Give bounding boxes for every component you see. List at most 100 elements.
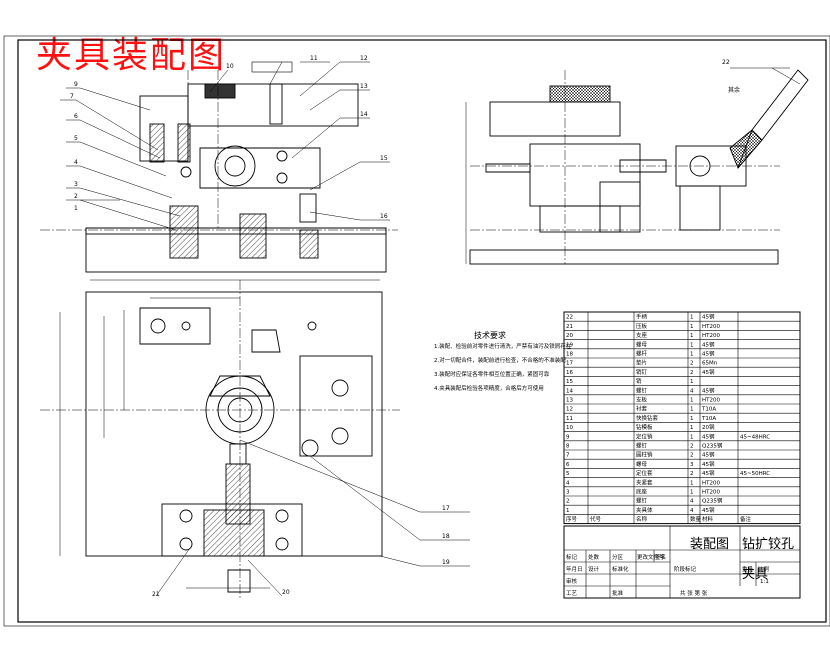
bom-cell-no: 11 xyxy=(566,416,573,422)
label-process: 工艺 xyxy=(566,590,578,597)
bom-cell-mat: 45钢 xyxy=(702,460,715,468)
bom-cell-no: 19 xyxy=(566,342,573,348)
front-balloons: 9 7 6 5 4 3 2 1 10 11 12 13 14 15 16 xyxy=(70,55,388,220)
side-view xyxy=(465,70,780,265)
bom-cell-name: 压板 xyxy=(636,322,648,330)
bom-cell-mat: HT200 xyxy=(702,324,720,330)
bom-cell-qty: 1 xyxy=(690,490,694,496)
bom-header-no: 序号 xyxy=(566,515,578,523)
bom-cell-no: 16 xyxy=(566,370,573,376)
bom-cell-name: 螺母 xyxy=(636,340,648,348)
technical-requirements: 技术要求 1.装配、检验前对零件进行清洗，严禁有油污及铁屑存在 2.对一切配合件… xyxy=(434,330,572,392)
label-standard: 标准化 xyxy=(612,565,629,573)
label-approve: 批准 xyxy=(612,589,624,597)
bom-cell-no: 22 xyxy=(566,315,573,321)
bom-cell-no: 17 xyxy=(566,361,573,367)
bom-cell-qty: 1 xyxy=(690,315,694,321)
bom-cell-mat: 45钢 xyxy=(702,432,715,440)
bom-cell-name: 快换钻套 xyxy=(636,414,659,422)
bom-cell-qty: 3 xyxy=(690,462,694,468)
drawing-title: 装配图 xyxy=(690,537,729,552)
bom-cell-mat: Q235钢 xyxy=(702,497,723,505)
bom-cell-mat: HT200 xyxy=(702,333,720,339)
outer-frame xyxy=(3,35,830,627)
part-title-line1: 钻扩铰孔 xyxy=(742,537,794,552)
balloon-10: 10 xyxy=(226,63,234,70)
bom-cell-name: 螺母 xyxy=(636,460,648,468)
label-sign: 签名 xyxy=(655,553,666,561)
bom-cell-qty: 1 xyxy=(690,407,694,413)
label-mark: 标记 xyxy=(566,553,578,561)
bom-cell-mat: 45钢 xyxy=(702,451,715,459)
bom-header-name: 名称 xyxy=(636,515,648,523)
bom-cell-no: 8 xyxy=(566,444,570,450)
bom-cell-name: 衬套 xyxy=(636,405,648,413)
top-balloons: 17 18 19 20 21 xyxy=(152,505,450,598)
bom-cell-qty: 2 xyxy=(690,453,694,459)
bom-cell-no: 15 xyxy=(566,379,573,385)
bom-cell-qty: 4 xyxy=(690,388,694,394)
tech-req-line: 3.装配时应保证各零件相互位置正确，紧固可靠 xyxy=(434,370,550,378)
label-review: 审核 xyxy=(566,577,578,585)
balloon-13: 13 xyxy=(360,83,368,90)
label-sheets: 共 张 第 张 xyxy=(680,589,708,597)
bom-cell-no: 6 xyxy=(566,462,570,468)
bom-cell-mat: 45钢 xyxy=(702,386,715,394)
front-view xyxy=(40,61,398,273)
bom-cell-mat: 45钢 xyxy=(702,368,715,376)
balloon-12: 12 xyxy=(360,55,368,62)
bom-cell-note: 45~50HRC xyxy=(740,471,770,477)
bom-cell-name: 销 xyxy=(636,377,642,385)
balloon-22: 22 xyxy=(722,59,730,66)
bom-cell-name: 螺钉 xyxy=(636,386,648,394)
bom-cell-mat: 65Mn xyxy=(702,361,718,367)
bom-cell-qty: 1 xyxy=(690,342,694,348)
label-date: 年月日 xyxy=(566,565,583,573)
tech-req-title: 技术要求 xyxy=(474,330,506,340)
bom-cell-mat: HT200 xyxy=(702,490,720,496)
label-count: 处数 xyxy=(588,553,600,561)
bom-header-note: 备注 xyxy=(740,515,752,523)
bom-cell-qty: 1 xyxy=(690,480,694,486)
balloon-7: 7 xyxy=(70,93,74,100)
bom-cell-name: 定位销 xyxy=(636,432,653,440)
front-leaders xyxy=(60,61,390,231)
bom-cell-mat: HT200 xyxy=(702,480,720,486)
bom-cell-qty: 1 xyxy=(690,425,694,431)
bom-cell-qty: 4 xyxy=(690,508,694,514)
balloon-3: 3 xyxy=(74,181,78,188)
bom-cell-name: 垫片 xyxy=(636,359,647,367)
bom-cell-qty: 1 xyxy=(690,379,694,385)
balloon-19: 19 xyxy=(442,559,450,566)
tech-req-line: 4.夹具装配后检验各项精度，合格后方可使用 xyxy=(434,384,544,392)
bom-cell-mat: Q235钢 xyxy=(702,442,723,450)
balloon-18: 18 xyxy=(442,533,450,540)
bom-cell-name: 手柄 xyxy=(636,313,648,321)
bom-cell-no: 2 xyxy=(566,499,570,505)
balloon-5: 5 xyxy=(74,135,78,142)
bom-cell-name: 圆柱销 xyxy=(636,451,653,459)
balloon-11: 11 xyxy=(310,55,318,62)
bom-cell-mat: 45钢 xyxy=(702,469,715,477)
top-view xyxy=(40,279,400,600)
balloon-2: 2 xyxy=(74,193,78,200)
side-handle xyxy=(729,67,809,169)
bom-cell-no: 14 xyxy=(566,388,573,394)
bom-cell-name: 钻模板 xyxy=(636,423,653,431)
bom-cell-qty: 1 xyxy=(690,333,694,339)
top-leaders xyxy=(155,439,470,597)
balloon-9: 9 xyxy=(74,81,78,88)
surface-callout: 其余 xyxy=(728,86,740,94)
label-weight: 重量 xyxy=(742,565,754,573)
bom-cell-name: 底座 xyxy=(636,488,648,496)
bom-cell-name: 螺杆 xyxy=(636,350,648,358)
stamp-title: 夹具装配图 xyxy=(36,35,227,76)
label-change-doc: 更改文件号 xyxy=(637,553,665,561)
bill-of-materials xyxy=(563,311,801,525)
bom-cell-mat: 45钢 xyxy=(702,506,715,514)
bom-header-mat: 材料 xyxy=(702,515,714,523)
bom-cell-no: 10 xyxy=(566,425,573,431)
bom-cell-no: 5 xyxy=(566,471,570,477)
